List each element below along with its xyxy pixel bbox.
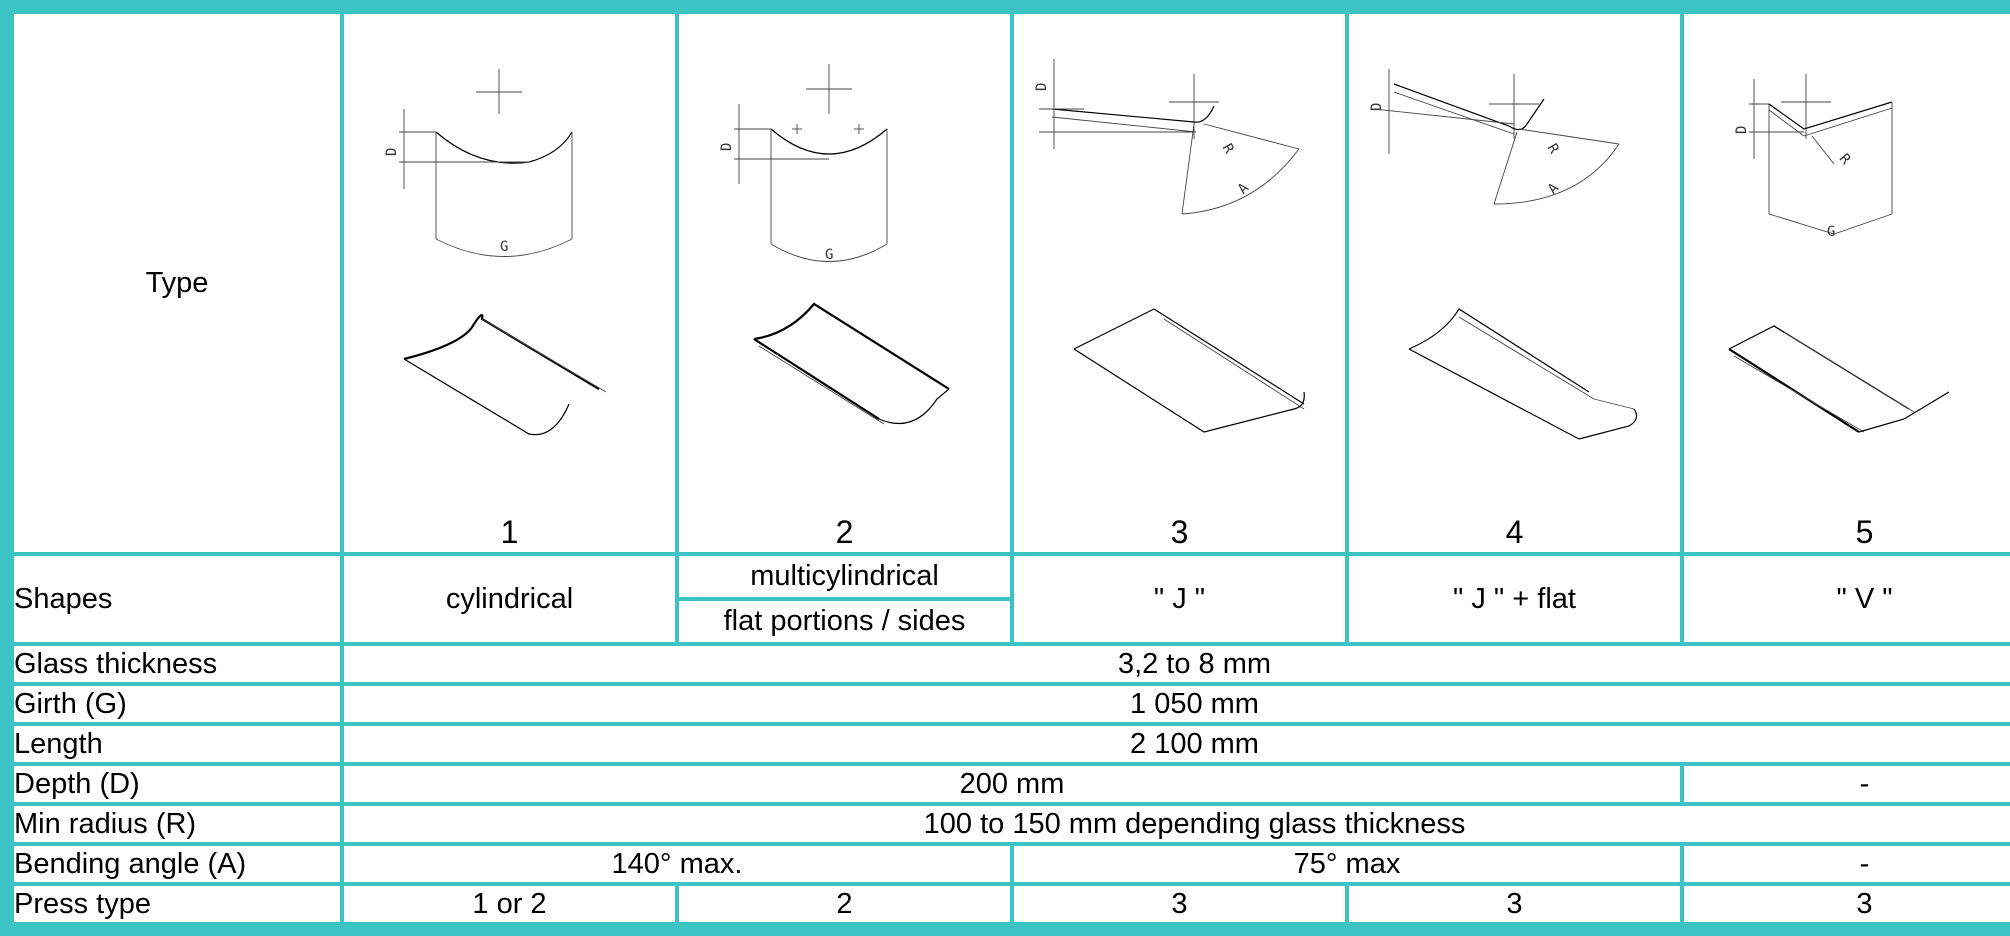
type-3-cell: D R A 3 <box>1010 5 1349 556</box>
min-radius-label: Min radius (R) <box>5 802 344 846</box>
type-1-cell: D G 1 <box>340 5 679 556</box>
shapes-row-top: Shapes cylindrical multicylindrical " J … <box>5 552 2010 646</box>
angle-label-4: A <box>1545 180 1563 198</box>
depth-label: Depth (D) <box>5 762 344 806</box>
type-number-2: 2 <box>835 514 854 550</box>
press-type-3: 3 <box>1010 882 1349 931</box>
press-type-label: Press type <box>5 882 344 931</box>
type-5-cell: D R G 5 <box>1680 5 2010 556</box>
girth-label: G <box>500 239 508 255</box>
bending-angle-value-3-4: 75° max <box>1010 842 1684 886</box>
girth-row: Girth (G) 1 050 mm <box>5 682 2010 726</box>
depth-label: D <box>384 148 400 156</box>
shape-j: " J " <box>1010 552 1349 646</box>
min-radius-row: Min radius (R) 100 to 150 mm depending g… <box>5 802 2010 846</box>
radius-label-4: R <box>1544 141 1562 157</box>
type-number-5: 5 <box>1855 514 1874 550</box>
bending-angle-value-1-2: 140° max. <box>340 842 1014 886</box>
depth-value: 200 mm <box>340 762 1684 806</box>
type-number-1: 1 <box>500 514 519 550</box>
shape-j-flat: " J " + flat <box>1345 552 1684 646</box>
shape-cylindrical: cylindrical <box>340 552 679 646</box>
type-number-4: 4 <box>1505 514 1524 550</box>
shape-multicylindrical: multicylindrical <box>675 552 1014 601</box>
radius-label-3: R <box>1219 141 1237 157</box>
type-row: Type D G 1 <box>5 5 2010 556</box>
length-label: Length <box>5 722 344 766</box>
type-2-cell: D G 2 <box>675 5 1014 556</box>
length-row: Length 2 100 mm <box>5 722 2010 766</box>
v-shape-drawing: D R G <box>1728 74 1950 433</box>
girth-label: Girth (G) <box>5 682 344 726</box>
girth-value: 1 050 mm <box>340 682 2010 726</box>
depth-label-5: D <box>1734 126 1750 134</box>
type-label: Type <box>5 5 344 556</box>
multicylindrical-drawing: D G <box>719 64 950 425</box>
glass-thickness-label: Glass thickness <box>5 642 344 686</box>
press-type-4: 3 <box>1345 882 1684 931</box>
angle-label-3: A <box>1235 180 1253 198</box>
bending-angle-row: Bending angle (A) 140° max. 75° max - <box>5 842 2010 886</box>
girth-label-2: G <box>825 247 833 263</box>
girth-label-5: G <box>1827 224 1835 240</box>
shape-flat-portions: flat portions / sides <box>675 597 1014 646</box>
depth-label-3: D <box>1034 83 1050 91</box>
depth-row: Depth (D) 200 mm - <box>5 762 2010 806</box>
j-flat-shape-drawing: D R A <box>1369 69 1638 440</box>
press-type-row: Press type 1 or 2 2 3 3 3 <box>5 882 2010 931</box>
radius-label-5: R <box>1836 151 1854 168</box>
length-value: 2 100 mm <box>340 722 2010 766</box>
glass-thickness-value: 3,2 to 8 mm <box>340 642 2010 686</box>
bending-angle-label: Bending angle (A) <box>5 842 344 886</box>
depth-label-2: D <box>719 143 735 151</box>
j-shape-drawing: D R A <box>1034 59 1305 433</box>
type-4-cell: D R A 4 <box>1345 5 1684 556</box>
press-type-2: 2 <box>675 882 1014 931</box>
shape-v: " V " <box>1680 552 2010 646</box>
bending-angle-value-v: - <box>1680 842 2010 886</box>
press-type-1: 1 or 2 <box>340 882 679 931</box>
press-type-5: 3 <box>1680 882 2010 931</box>
shapes-label: Shapes <box>5 552 344 646</box>
glass-thickness-row: Glass thickness 3,2 to 8 mm <box>5 642 2010 686</box>
shapes-row-bottom: flat portions / sides <box>7 597 2010 646</box>
depth-label-4: D <box>1369 103 1385 111</box>
min-radius-value: 100 to 150 mm depending glass thickness <box>340 802 2010 846</box>
cylindrical-drawing: D G <box>384 69 607 436</box>
type-number-3: 3 <box>1170 514 1189 550</box>
depth-value-v: - <box>1680 762 2010 806</box>
